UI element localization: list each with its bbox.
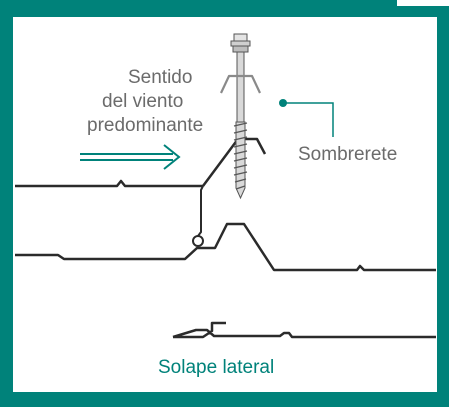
overlap-hook xyxy=(197,185,204,237)
diagram-panel xyxy=(13,17,437,392)
screw-icon xyxy=(230,33,251,200)
side-overlap-sheet xyxy=(172,321,436,339)
cap-outline xyxy=(220,74,261,94)
wind-label-line-3: predominante xyxy=(87,115,204,136)
cap-label: Sombrerete xyxy=(298,144,398,165)
side-overlap-label: Solape lateral xyxy=(158,357,275,378)
upper-sheet-rib xyxy=(201,137,267,187)
wind-label-line-2: del viento xyxy=(102,91,184,112)
wind-arrow-icon xyxy=(80,144,181,170)
wind-label-line-1: Sentido xyxy=(128,67,193,88)
cap-leader xyxy=(279,99,334,137)
overlap-curl xyxy=(192,235,204,247)
upper-sheet-left xyxy=(15,179,203,188)
corner-mark xyxy=(397,0,449,6)
lower-sheet xyxy=(15,222,436,272)
